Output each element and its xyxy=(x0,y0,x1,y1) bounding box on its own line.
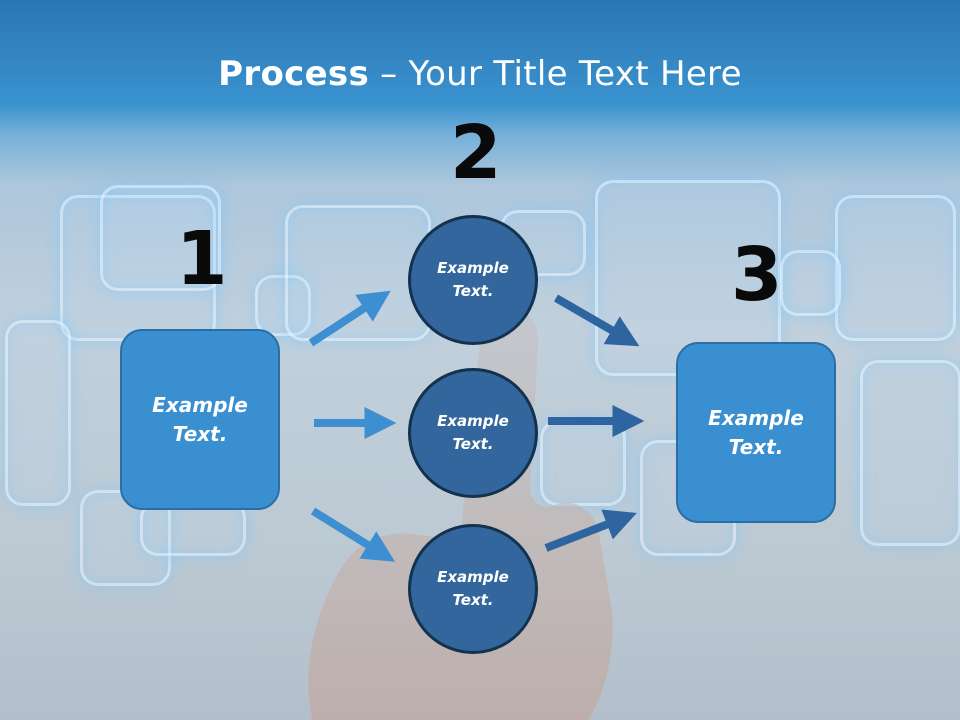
step-3-box: Example Text. xyxy=(676,342,836,523)
slide-title: Process – Your Title Text Here xyxy=(0,54,960,94)
step-2-circle-top: Example Text. xyxy=(408,215,538,345)
pointing-hand-image xyxy=(308,309,613,720)
step-number-3: 3 xyxy=(731,232,783,318)
title-bold: Process xyxy=(218,54,370,94)
background-glow-square xyxy=(780,250,841,316)
background-glow-square xyxy=(860,360,960,546)
step-number-1: 1 xyxy=(176,216,228,302)
background-glow-square xyxy=(60,195,216,341)
background-glow-square xyxy=(100,185,221,291)
background-glow-square xyxy=(5,320,71,506)
circle-label: Example Text. xyxy=(437,412,509,453)
circle-label: Example Text. xyxy=(437,259,509,300)
step-number-2: 2 xyxy=(450,110,502,196)
circle-label: Example Text. xyxy=(437,568,509,609)
step-1-box: Example Text. xyxy=(120,329,280,510)
step-1-label: Example Text. xyxy=(152,392,248,446)
background-glow-square xyxy=(835,195,956,341)
step-3-label: Example Text. xyxy=(708,405,804,459)
title-rest: – Your Title Text Here xyxy=(369,54,742,94)
step-2-circle-bottom: Example Text. xyxy=(408,524,538,654)
step-2-circle-middle: Example Text. xyxy=(408,368,538,498)
